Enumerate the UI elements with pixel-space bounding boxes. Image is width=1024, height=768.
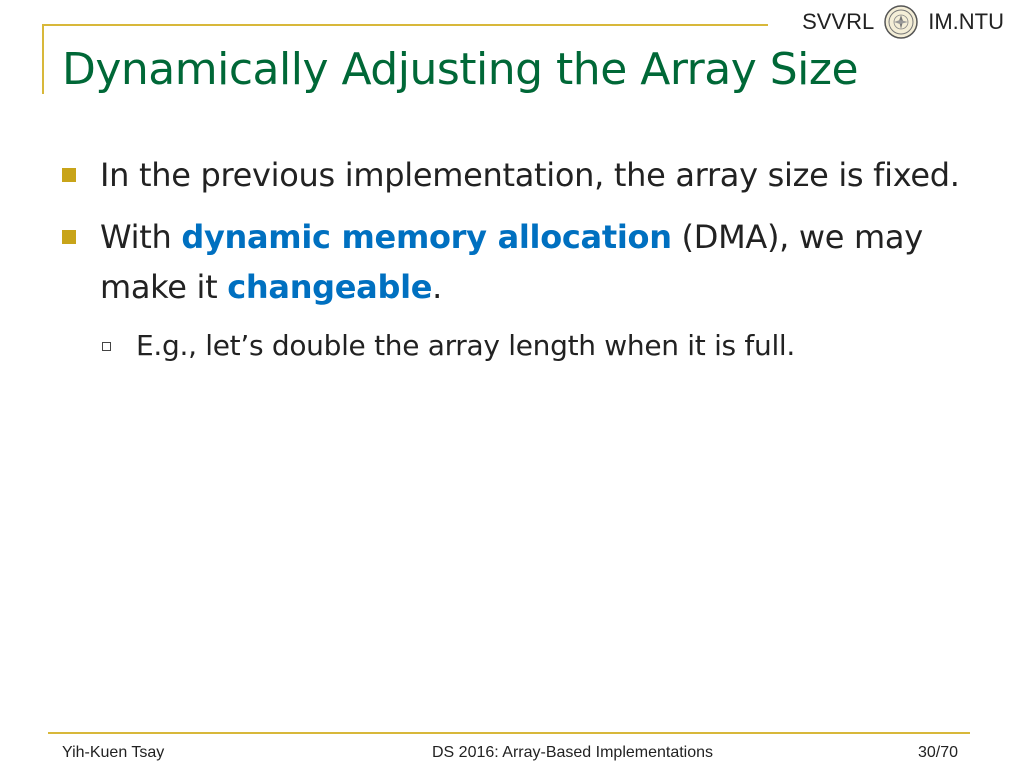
- hollow-square-bullet-icon: [102, 342, 111, 351]
- sub-bullet-text: E.g., let’s double the array length when…: [136, 329, 795, 362]
- page-current: 30: [917, 744, 936, 761]
- highlight-dma: dynamic memory allocation: [181, 218, 672, 256]
- footer-course: DS 2016: Array-Based Implementations: [432, 744, 714, 761]
- header-brand: SVVRL IM.NTU: [802, 4, 1004, 40]
- footer-author: Yih-Kuen Tsay: [62, 744, 165, 761]
- page-total: 70: [940, 744, 958, 761]
- bullet-text-mid: (DMA), we may make it: [100, 218, 923, 306]
- bullet-text-post: .: [432, 268, 443, 306]
- footer-page-number: 30/70: [918, 744, 958, 762]
- bottom-rule: [48, 732, 970, 734]
- lab-name: SVVRL: [802, 9, 875, 34]
- bullet-list: In the previous implementation, the arra…: [62, 150, 962, 368]
- square-bullet-icon: [62, 168, 76, 182]
- sub-bullet-item: E.g., let’s double the array length when…: [62, 324, 962, 368]
- bullet-text: In the previous implementation, the arra…: [100, 156, 960, 194]
- bullet-item: In the previous implementation, the arra…: [62, 150, 962, 200]
- top-rule: [42, 24, 768, 26]
- university-seal-icon: [884, 5, 918, 39]
- left-rule: [42, 24, 44, 94]
- page-separator: /: [935, 744, 941, 761]
- bullet-text-pre: With: [100, 218, 182, 256]
- slide-title: Dynamically Adjusting the Array Size: [62, 44, 859, 95]
- bullet-item: With dynamic memory allocation (DMA), we…: [62, 212, 962, 312]
- square-bullet-icon: [62, 230, 76, 244]
- highlight-changeable: changeable: [227, 268, 433, 306]
- department-name: IM.NTU: [928, 9, 1004, 34]
